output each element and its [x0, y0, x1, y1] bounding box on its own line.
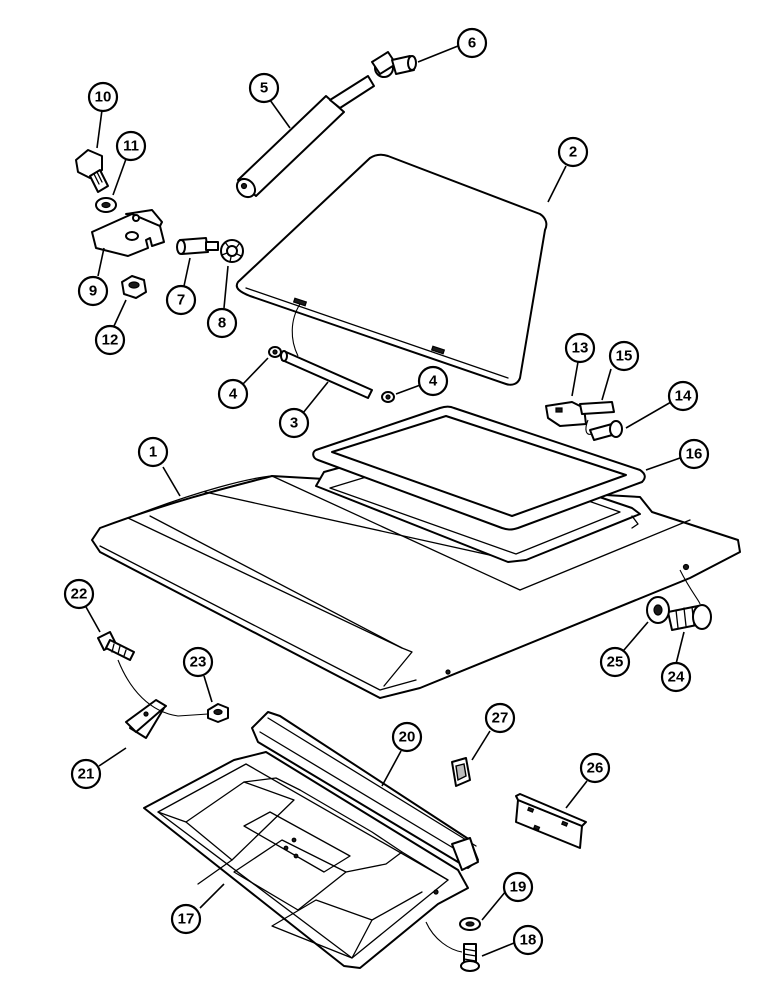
callout-7-label: 7: [177, 292, 185, 309]
clip-27: [451, 757, 471, 787]
callout-18-label: 18: [520, 932, 537, 949]
callout-23-label: 23: [190, 654, 207, 671]
bolt-10: [75, 149, 109, 193]
washer-11: [95, 197, 117, 213]
stud-pin: [176, 237, 219, 255]
screw-18: [460, 943, 480, 972]
ball-stud: [371, 51, 417, 78]
callout-26-label: 26: [587, 760, 604, 777]
callout-17-label: 17: [178, 911, 195, 928]
callout-15: 15: [608, 340, 640, 372]
gas-strut: [235, 75, 375, 199]
callout-18: 18: [512, 924, 544, 956]
nut-23: [207, 703, 229, 723]
bracket-plate-26: [515, 793, 587, 849]
callout-24: 24: [660, 661, 692, 693]
callout-12-label: 12: [102, 332, 119, 349]
callout-20: 20: [391, 721, 423, 753]
washer-right: [381, 391, 395, 403]
callout-24-label: 24: [668, 669, 685, 686]
callout-11-label: 11: [123, 138, 139, 155]
callout-8-label: 8: [218, 315, 226, 332]
bolt-22: [97, 631, 135, 661]
callout-11: 11: [115, 130, 147, 162]
callout-4-left-label: 4: [229, 386, 238, 403]
headliner-tray: [143, 751, 469, 969]
callout-26: 26: [579, 752, 611, 784]
screw-14: [589, 420, 623, 441]
nut-12: [121, 275, 147, 299]
callout-13-label: 13: [572, 340, 589, 357]
callout-10-label: 10: [95, 89, 112, 106]
washer-19: [459, 917, 481, 931]
callout-16-label: 16: [686, 446, 703, 463]
seal-frame: [312, 405, 646, 531]
callout-16: 16: [678, 438, 710, 470]
latch-plate: [579, 401, 615, 415]
callout-9: 9: [77, 275, 109, 307]
hinge-pin: [280, 350, 373, 399]
washer-25: [646, 596, 670, 624]
callout-23: 23: [182, 646, 214, 678]
callout-7: 7: [165, 284, 197, 316]
callout-13: 13: [564, 332, 596, 364]
callout-17: 17: [170, 903, 202, 935]
callout-1: 1: [137, 436, 169, 468]
callout-21: 21: [70, 758, 102, 790]
callout-3-label: 3: [290, 415, 298, 432]
assembly-guide-lines: [117, 303, 701, 953]
callout-21-label: 21: [78, 766, 95, 783]
bolt-24: [667, 604, 712, 631]
callout-19-label: 19: [510, 879, 527, 896]
callout-2: 2: [557, 136, 589, 168]
callout-5-label: 5: [260, 80, 268, 97]
callout-22: 22: [63, 578, 95, 610]
callout-22-label: 22: [71, 586, 88, 603]
washer-left: [268, 346, 282, 358]
callout-4-right-label: 4: [429, 373, 438, 390]
callout-6-label: 6: [468, 35, 476, 52]
callout-6: 6: [456, 27, 488, 59]
callout-5: 5: [248, 72, 280, 104]
callout-12: 12: [94, 324, 126, 356]
callout-8: 8: [206, 307, 238, 339]
callout-27-label: 27: [492, 710, 509, 727]
callout-10: 10: [87, 81, 119, 113]
callout-2-label: 2: [569, 144, 577, 161]
callout-4-left: 4: [217, 378, 249, 410]
callout-25-label: 25: [607, 654, 624, 671]
trim-strip: [251, 711, 479, 871]
callout-1-label: 1: [149, 444, 157, 461]
callout-19: 19: [502, 871, 534, 903]
hinge-bracket: [91, 209, 165, 257]
callout-3: 3: [278, 407, 310, 439]
callout-9-label: 9: [89, 283, 97, 300]
hatch-glass: [235, 153, 548, 386]
latch-bracket: [545, 401, 587, 427]
plate-21: [125, 699, 167, 739]
callout-15-label: 15: [616, 348, 633, 365]
callout-4-right: 4: [417, 365, 449, 397]
callout-20-label: 20: [399, 729, 416, 746]
callout-25: 25: [599, 646, 631, 678]
star-washer: [220, 239, 244, 263]
callout-14: 14: [667, 380, 699, 412]
callout-27: 27: [484, 702, 516, 734]
callout-14-label: 14: [675, 388, 692, 405]
leader-lines: [85, 45, 685, 957]
